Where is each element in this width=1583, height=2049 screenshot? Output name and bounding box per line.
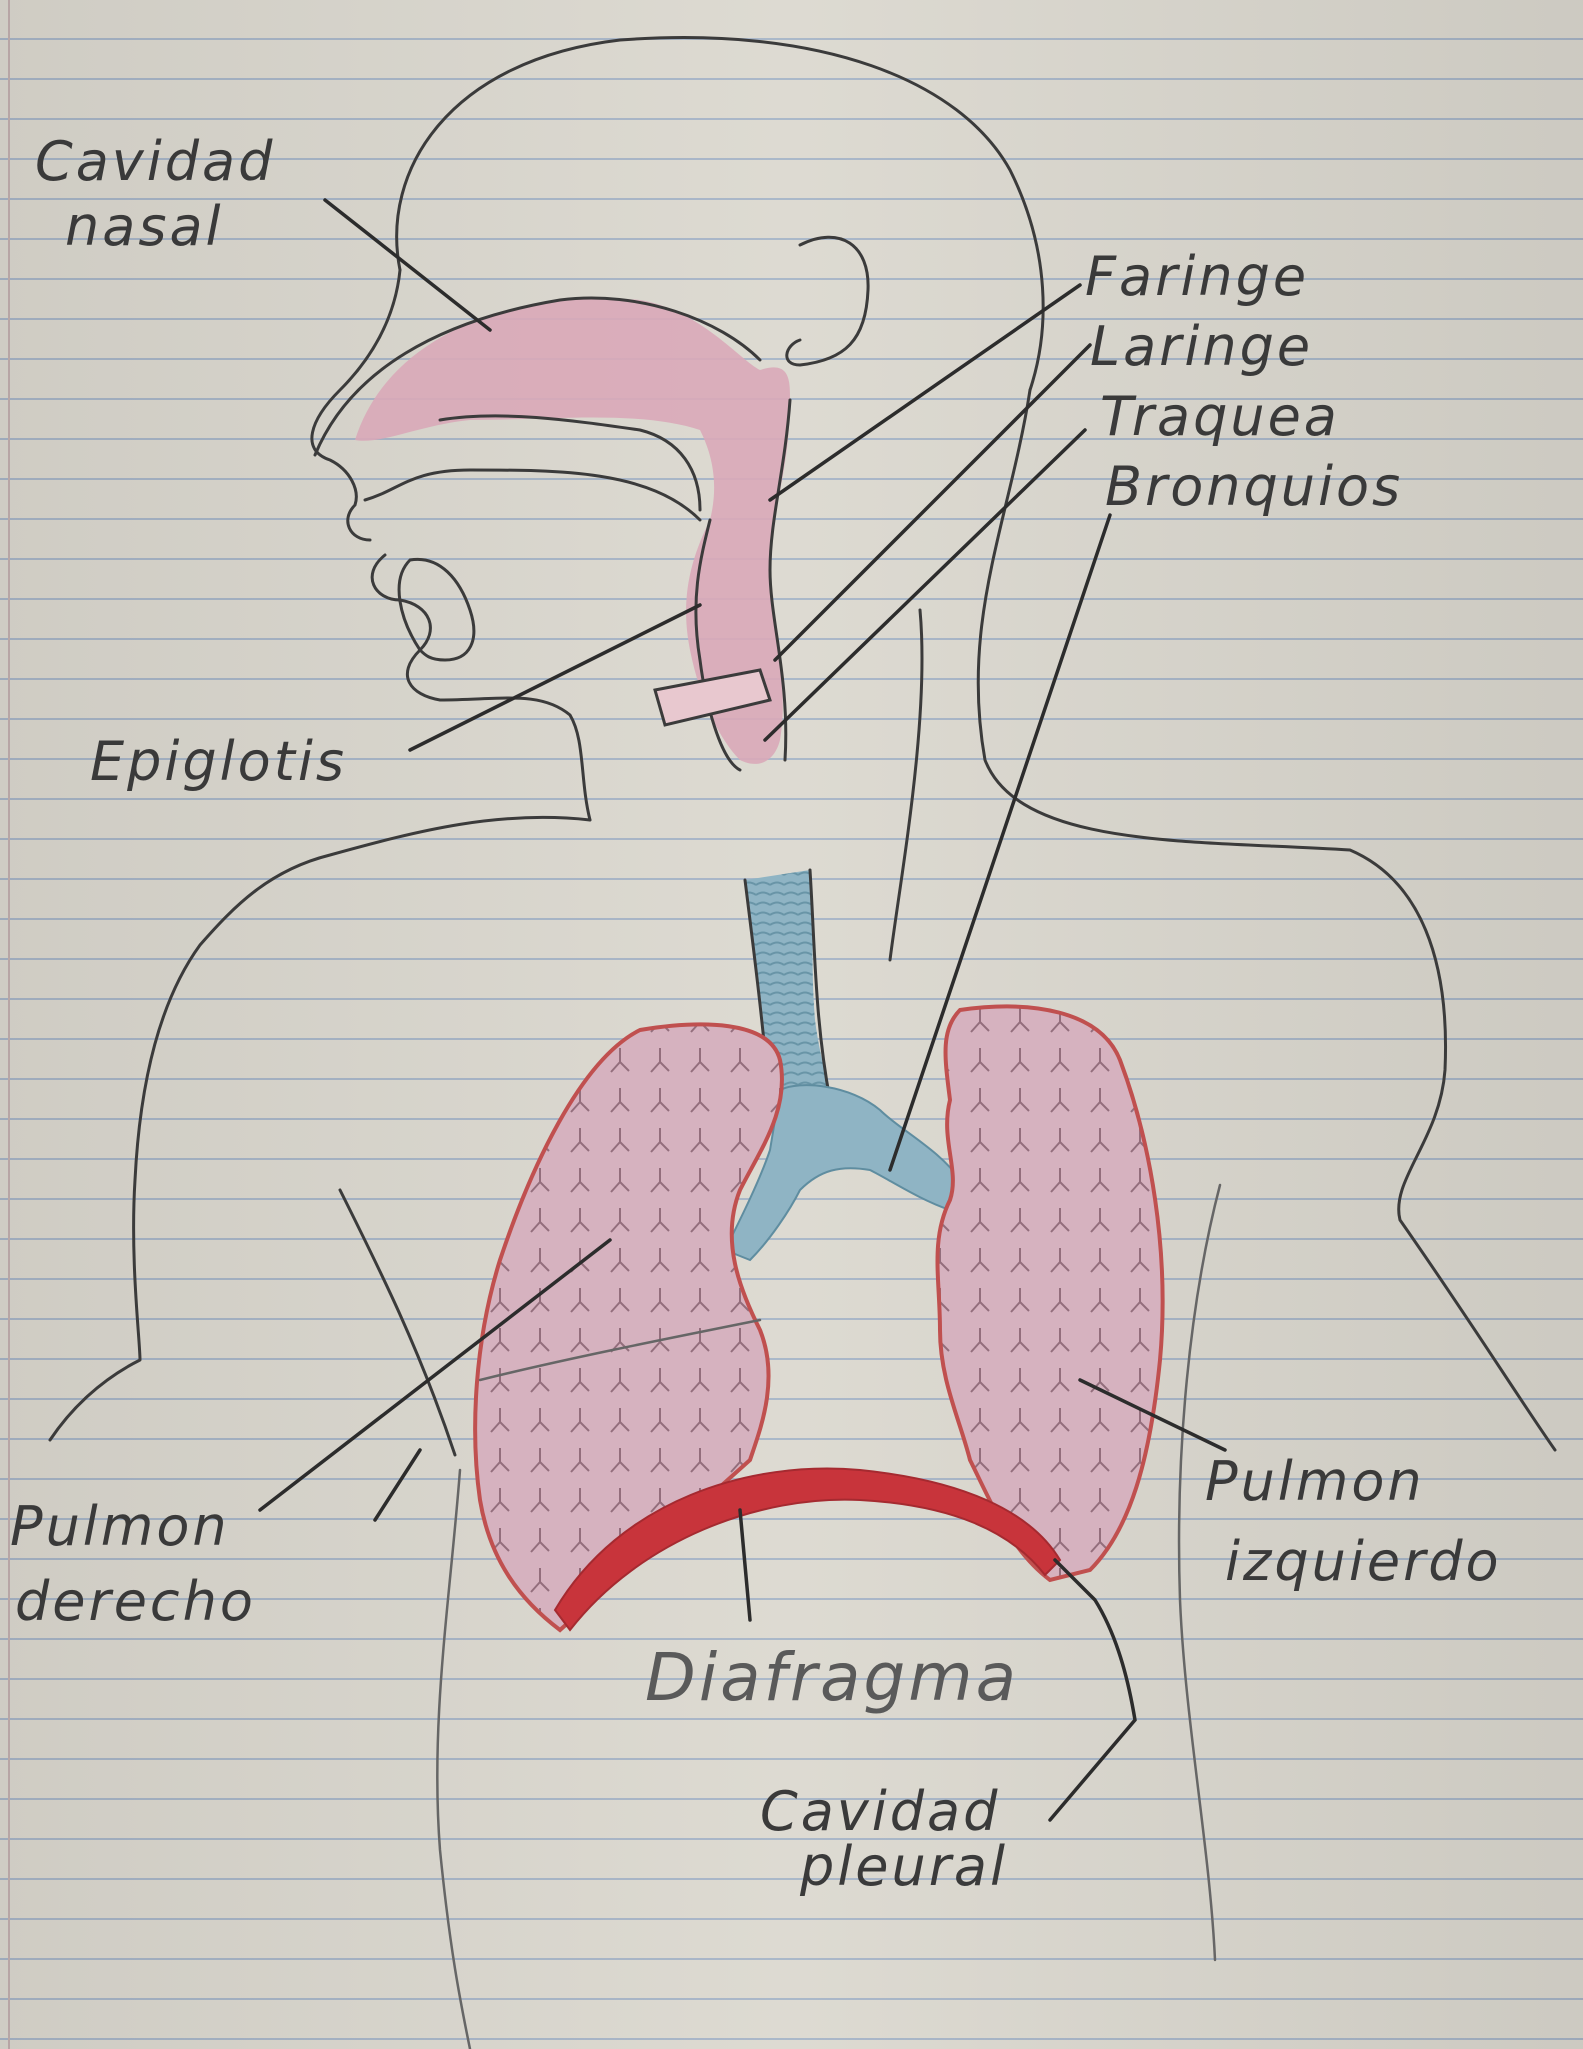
label-epiglotis: Epiglotis [90,730,347,793]
svg-text:izquierdo: izquierdo [1225,1530,1502,1593]
label-laringe: Laringe [1090,315,1313,378]
label-cavidad-pleural: Cavidad pleural [760,1780,1008,1898]
label-diafragma: Diafragma [645,1639,1019,1716]
svg-text:nasal: nasal [65,195,224,258]
label-bronquios: Bronquios [1105,455,1403,518]
svg-text:Pulmon: Pulmon [10,1495,230,1558]
label-faringe: Faringe [1085,245,1309,308]
label-pulmon-izquierdo: Pulmon izquierdo [1205,1450,1502,1593]
label-cavidad-nasal: Cavidad nasal [35,130,275,258]
svg-text:Pulmon: Pulmon [1205,1450,1425,1513]
svg-text:pleural: pleural [799,1835,1008,1898]
svg-text:Cavidad: Cavidad [35,130,275,193]
svg-text:Cavidad: Cavidad [760,1780,1000,1843]
label-traquea: Traquea [1100,385,1340,448]
svg-text:derecho: derecho [15,1570,256,1633]
label-pulmon-derecho: Pulmon derecho [10,1495,256,1633]
ear [787,237,868,365]
